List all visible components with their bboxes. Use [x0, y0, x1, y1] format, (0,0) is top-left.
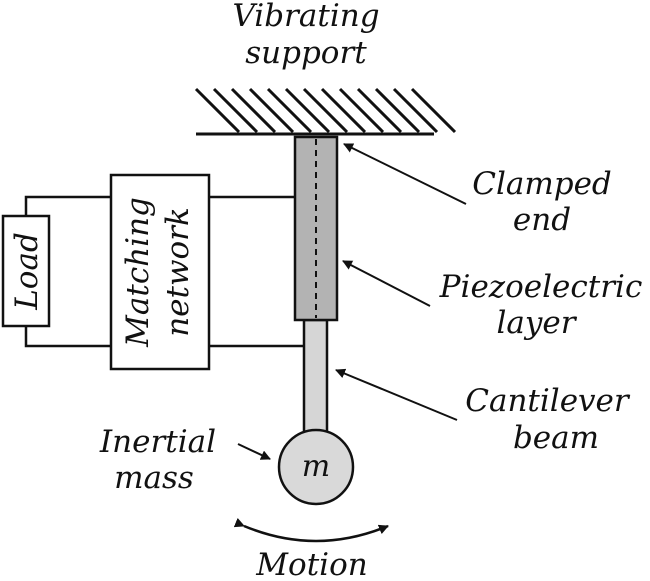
hatch-stroke: [284, 87, 331, 134]
hatch-stroke: [248, 87, 295, 134]
cantilever-beam: [302, 318, 329, 445]
inertial-mass: [277, 428, 355, 506]
mass-symbol: m: [302, 449, 330, 484]
piezoelectric-layer-label-line2: layer: [496, 305, 577, 341]
matching-network-label-line1: Matching: [120, 197, 156, 348]
hatch-stroke: [212, 87, 259, 134]
inertial-mass-arrow: [237, 443, 271, 460]
piezoelectric-layer-label-line1: Piezoelectric: [439, 269, 643, 305]
piezoelectric-layer-arrow: [342, 260, 431, 307]
vibrating-support-hatch: [194, 87, 457, 136]
cantilever-beam-label-line1: Cantilever: [465, 383, 631, 419]
load-box: [1, 214, 51, 328]
vibrating-support-label-line1: Vibrating: [232, 0, 379, 34]
matching-network-label-line2: network: [160, 207, 196, 337]
inertial-mass-label-line2: mass: [114, 460, 194, 496]
clamped-end-label-line1: Clamped: [472, 166, 612, 202]
hatch-stroke: [302, 87, 349, 134]
hatch-stroke: [356, 87, 403, 134]
matching-network-box: [109, 173, 211, 371]
clamped-end-label-line2: end: [513, 202, 571, 238]
cantilever-beam-label-line2: beam: [513, 420, 599, 456]
clamped-end-arrow: [343, 143, 467, 205]
hatch-stroke: [320, 87, 367, 134]
cantilever-beam-arrow: [335, 368, 458, 421]
hatch-stroke: [230, 87, 277, 134]
hatch-stroke: [392, 87, 439, 134]
inertial-mass-label-line1: Inertial: [99, 424, 216, 460]
hatch-stroke: [194, 87, 241, 134]
hatch-stroke: [410, 87, 457, 134]
hatch-stroke: [338, 87, 385, 134]
wire-bottom-left: [24, 324, 111, 348]
hatch-stroke: [266, 87, 313, 134]
motion-label: Motion: [255, 547, 367, 581]
load-label: Load: [9, 232, 45, 311]
support-hatch-lines: [194, 87, 457, 134]
vibrating-support-label-line2: support: [245, 35, 367, 71]
hatch-stroke: [374, 87, 421, 134]
motion-arc-arrow: [233, 517, 389, 543]
